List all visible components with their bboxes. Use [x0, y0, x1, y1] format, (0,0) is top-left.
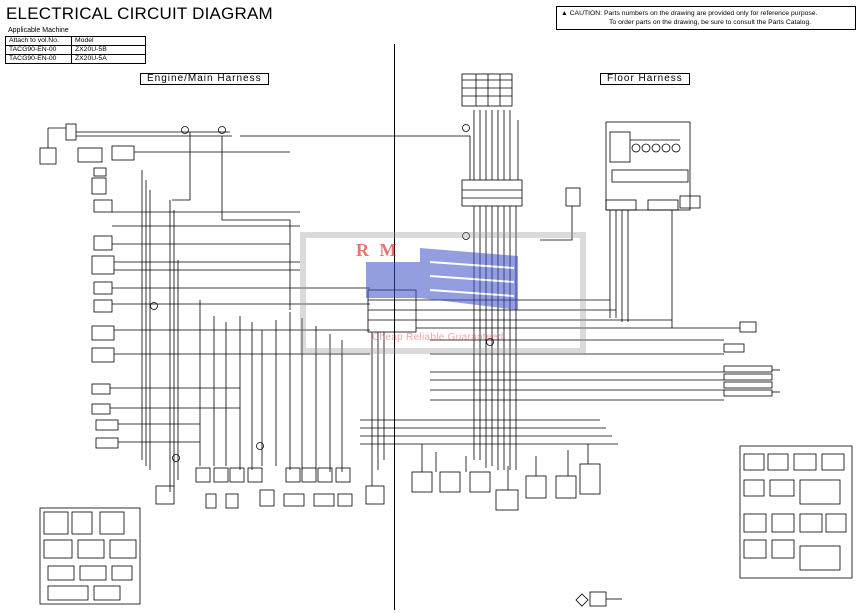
monitor-panel-component: [605, 121, 691, 211]
reference-marker: [218, 126, 226, 134]
key-switch-lines: [473, 110, 519, 180]
sensor-component: [93, 199, 113, 213]
caution-line-2: To order parts on the drawing, be sure t…: [609, 19, 812, 26]
reference-marker: [172, 454, 180, 462]
solenoid-component: [91, 255, 115, 275]
sensor-component: [93, 281, 113, 295]
sensor-component: [93, 235, 113, 251]
connector-legend-right: [739, 445, 853, 579]
arrow-symbol: [575, 591, 622, 607]
switch-component: [91, 383, 111, 395]
reference-marker: [462, 232, 470, 240]
applicable-machine-table: Attach to vol.No. Model TACG90-EN-00 ZX2…: [5, 36, 146, 64]
table-cell: ZX20U-5A: [71, 54, 146, 64]
engine-main-harness-label: Engine/Main Harness: [140, 73, 269, 85]
relay-component: [91, 325, 115, 341]
applicable-machine-caption: Applicable Machine: [8, 27, 69, 34]
wire-bundle-right: [473, 206, 673, 470]
switch-table-component: [461, 73, 513, 107]
ground-connector: [155, 485, 175, 505]
caution-line-1: ▲ CAUTION: Parts numbers on the drawing …: [561, 10, 818, 17]
watermark-tagline: Cheap Reliable Guaranteed: [372, 332, 504, 343]
caution-note: ▲ CAUTION: Parts numbers on the drawing …: [556, 6, 856, 30]
watermark-frame: [300, 232, 586, 354]
warning-icon: ▲: [561, 10, 568, 17]
switch-component: [95, 419, 119, 431]
reference-marker: [486, 338, 494, 346]
wire-bundle-center-left: [199, 300, 343, 472]
floor-harness-label: Floor Harness: [600, 73, 690, 85]
wire-bundle-left: [110, 211, 370, 443]
reference-marker: [462, 124, 470, 132]
light-component: [495, 489, 519, 511]
horn-component: [565, 187, 581, 207]
watermark-brand: R M: [356, 240, 400, 260]
fuse-box-component: [91, 167, 107, 195]
reference-marker: [256, 442, 264, 450]
diagram-title: ELECTRICAL CIRCUIT DIAGRAM: [6, 4, 273, 23]
relay-component: [91, 347, 115, 363]
harness-divider-line: [394, 44, 395, 610]
ground-connector: [365, 485, 385, 505]
connector-legend-left: [39, 507, 141, 605]
connector-component: [739, 321, 757, 333]
starter-relay-component: [77, 145, 135, 163]
reference-marker: [181, 126, 189, 134]
pump-component: [93, 299, 113, 313]
buzzer-component: [679, 195, 701, 209]
watermark-logo: [366, 248, 518, 310]
table-row: TACG90-EN-00 ZX20U-5A: [5, 54, 146, 64]
battery-component: [39, 123, 77, 165]
switch-component: [95, 437, 119, 449]
switch-component: [91, 403, 111, 415]
reference-marker: [150, 302, 158, 310]
key-switch-connector: [461, 179, 523, 207]
